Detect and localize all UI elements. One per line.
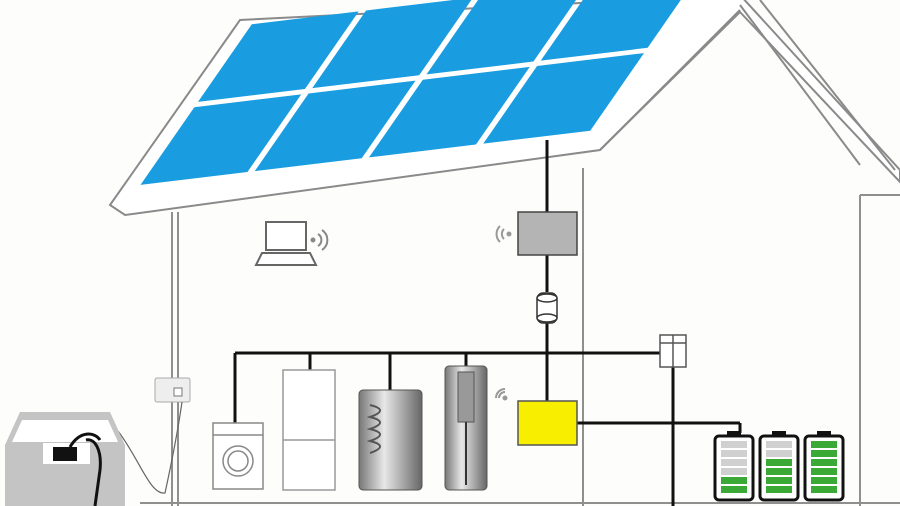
refrigerator-icon	[282, 369, 336, 491]
electric-car-icon	[5, 412, 125, 506]
battery-cell	[766, 486, 792, 493]
battery-cell	[811, 450, 837, 457]
solar-panel	[483, 53, 645, 144]
solar-panel	[540, 0, 681, 61]
battery-cell	[811, 468, 837, 475]
battery-cell	[721, 459, 747, 466]
battery-cell	[766, 450, 792, 457]
solar-panel	[426, 0, 577, 75]
wifi-icon	[495, 388, 508, 401]
solar-panel	[254, 80, 416, 172]
battery-cell	[721, 486, 747, 493]
ev-charger-icon	[117, 377, 191, 494]
battery-full-icon	[803, 431, 845, 502]
battery-cell	[721, 477, 747, 484]
washing-machine-icon	[212, 422, 264, 490]
battery-low-icon	[713, 431, 755, 502]
battery-cell	[766, 477, 792, 484]
wifi-icon	[495, 225, 512, 243]
solar-panel	[140, 94, 302, 185]
house-walls	[140, 168, 900, 506]
meter-icon	[536, 292, 558, 324]
solar-panel	[197, 11, 359, 102]
battery-medium-icon	[758, 431, 800, 502]
battery-cell	[766, 441, 792, 448]
wiring	[233, 140, 742, 506]
wifi-icon	[310, 229, 329, 251]
battery-cell	[721, 441, 747, 448]
battery-cell	[811, 459, 837, 466]
solar-panel	[312, 0, 472, 89]
water-tank-icon	[358, 389, 423, 491]
solar-panel-icon	[140, 0, 681, 185]
battery-cell	[811, 441, 837, 448]
solar-panel	[368, 66, 530, 158]
inverter-icon	[517, 211, 578, 256]
battery-cell	[811, 477, 837, 484]
heat-pump-boiler-icon	[444, 365, 488, 491]
battery-cell	[811, 486, 837, 493]
battery-cell	[766, 468, 792, 475]
charge-controller-icon	[517, 400, 578, 446]
laptop-icon	[254, 221, 318, 266]
battery-cell	[721, 468, 747, 475]
distribution-box-icon	[659, 334, 687, 368]
battery-bank	[713, 431, 845, 502]
battery-cell	[766, 459, 792, 466]
battery-cell	[721, 450, 747, 457]
